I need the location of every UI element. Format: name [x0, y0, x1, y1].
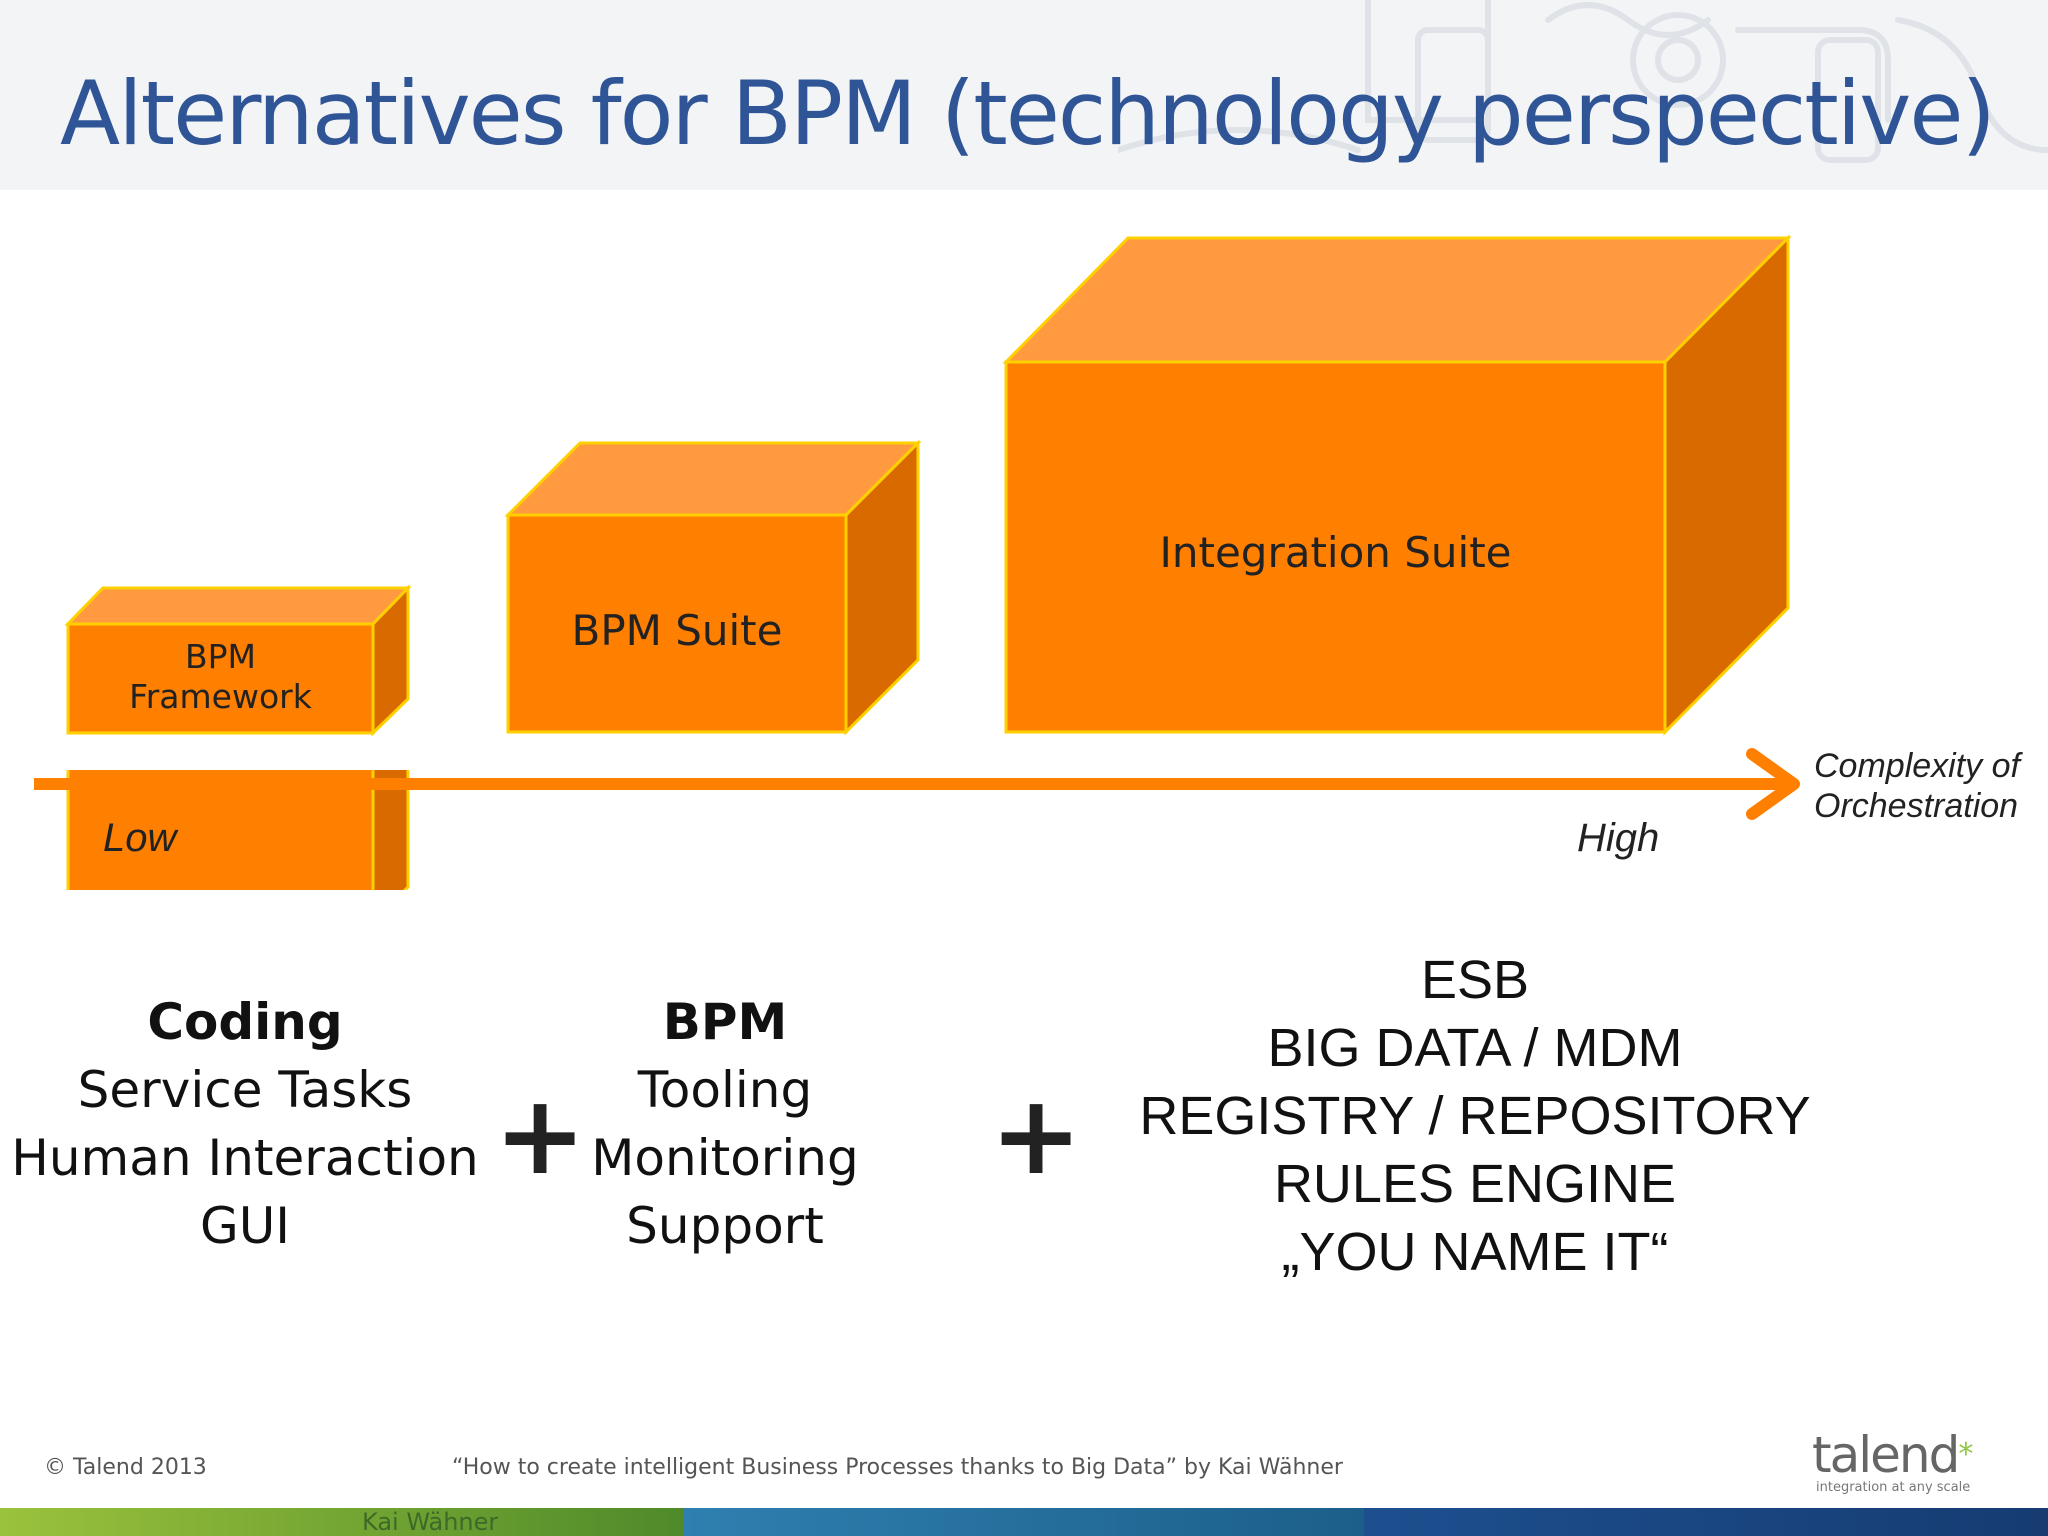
box-label-bpm-suite: BPM Suite	[571, 606, 783, 655]
axis-title-line2: Orchestration	[1814, 787, 2019, 825]
talend-logo-star: *	[1958, 1437, 1973, 1472]
column-coding-item: Service Tasks	[77, 1061, 413, 1119]
talend-logo-wordmark: talend*	[1812, 1430, 1982, 1480]
header-sketch-decoration	[1118, 0, 2048, 163]
column-integration-item: „YOU NAME IT“	[1281, 1222, 1669, 1282]
axis-arrowhead	[1746, 748, 1800, 820]
column-bpm: BPM Tooling Monitoring Support	[560, 988, 890, 1260]
box-label-bpm-framework-line1: BPM	[184, 637, 256, 676]
plus-sign-1: +	[494, 1071, 587, 1199]
column-bpm-item: Support	[626, 1197, 824, 1255]
axis-title-line1: Complexity of	[1814, 747, 2020, 785]
box-bpm-framework-shape	[34, 584, 1790, 790]
column-coding-item: GUI	[199, 1197, 291, 1255]
talend-logo: talend* integration at any scale	[1812, 1430, 1982, 1495]
column-bpm-item: Monitoring	[591, 1129, 859, 1187]
box-integration-suite	[1002, 234, 1792, 736]
column-integration-item: ESB	[1420, 950, 1530, 1010]
footer-citation: “How to create intelligent Business Proc…	[452, 1455, 1343, 1480]
box-integration-suite-front	[1004, 360, 1667, 734]
box-bpm-suite-front	[506, 513, 848, 734]
box-label-integration-suite: Integration Suite	[1159, 528, 1512, 577]
column-integration: ESB BIG DATA / MDM REGISTRY / REPOSITORY…	[1120, 946, 1830, 1286]
box-bpm-suite	[504, 439, 922, 736]
column-coding-heading: Coding	[147, 993, 343, 1051]
talend-logo-tagline: integration at any scale	[1816, 1480, 1971, 1495]
column-bpm-heading: BPM	[662, 993, 788, 1051]
slide-title: Alternatives for BPM (technology perspec…	[60, 62, 1996, 165]
column-integration-item: BIG DATA / MDM	[1267, 1018, 1683, 1078]
talend-logo-word: talend	[1812, 1426, 1960, 1484]
axis-label-low: Low	[103, 816, 177, 860]
footer-author-partial: Kai Wähner	[362, 1508, 499, 1532]
plus-sign-2: +	[990, 1071, 1083, 1199]
column-coding: Coding Service Tasks Human Interaction G…	[10, 988, 480, 1260]
column-integration-item: REGISTRY / REPOSITORY	[1139, 1086, 1811, 1146]
column-bpm-item: Tooling	[637, 1061, 813, 1119]
axis-title: Complexity of Orchestration	[1814, 746, 2020, 826]
axis-label-high: High	[1577, 816, 1660, 860]
box-label-bpm-framework: BPM Framework	[68, 637, 373, 716]
column-coding-item: Human Interaction	[11, 1129, 479, 1187]
box-label-bpm-framework-line2: Framework	[129, 676, 312, 716]
column-integration-item: RULES ENGINE	[1273, 1154, 1677, 1214]
footer-copyright: © Talend 2013	[44, 1455, 207, 1480]
bottom-color-bar	[0, 1508, 2048, 1536]
